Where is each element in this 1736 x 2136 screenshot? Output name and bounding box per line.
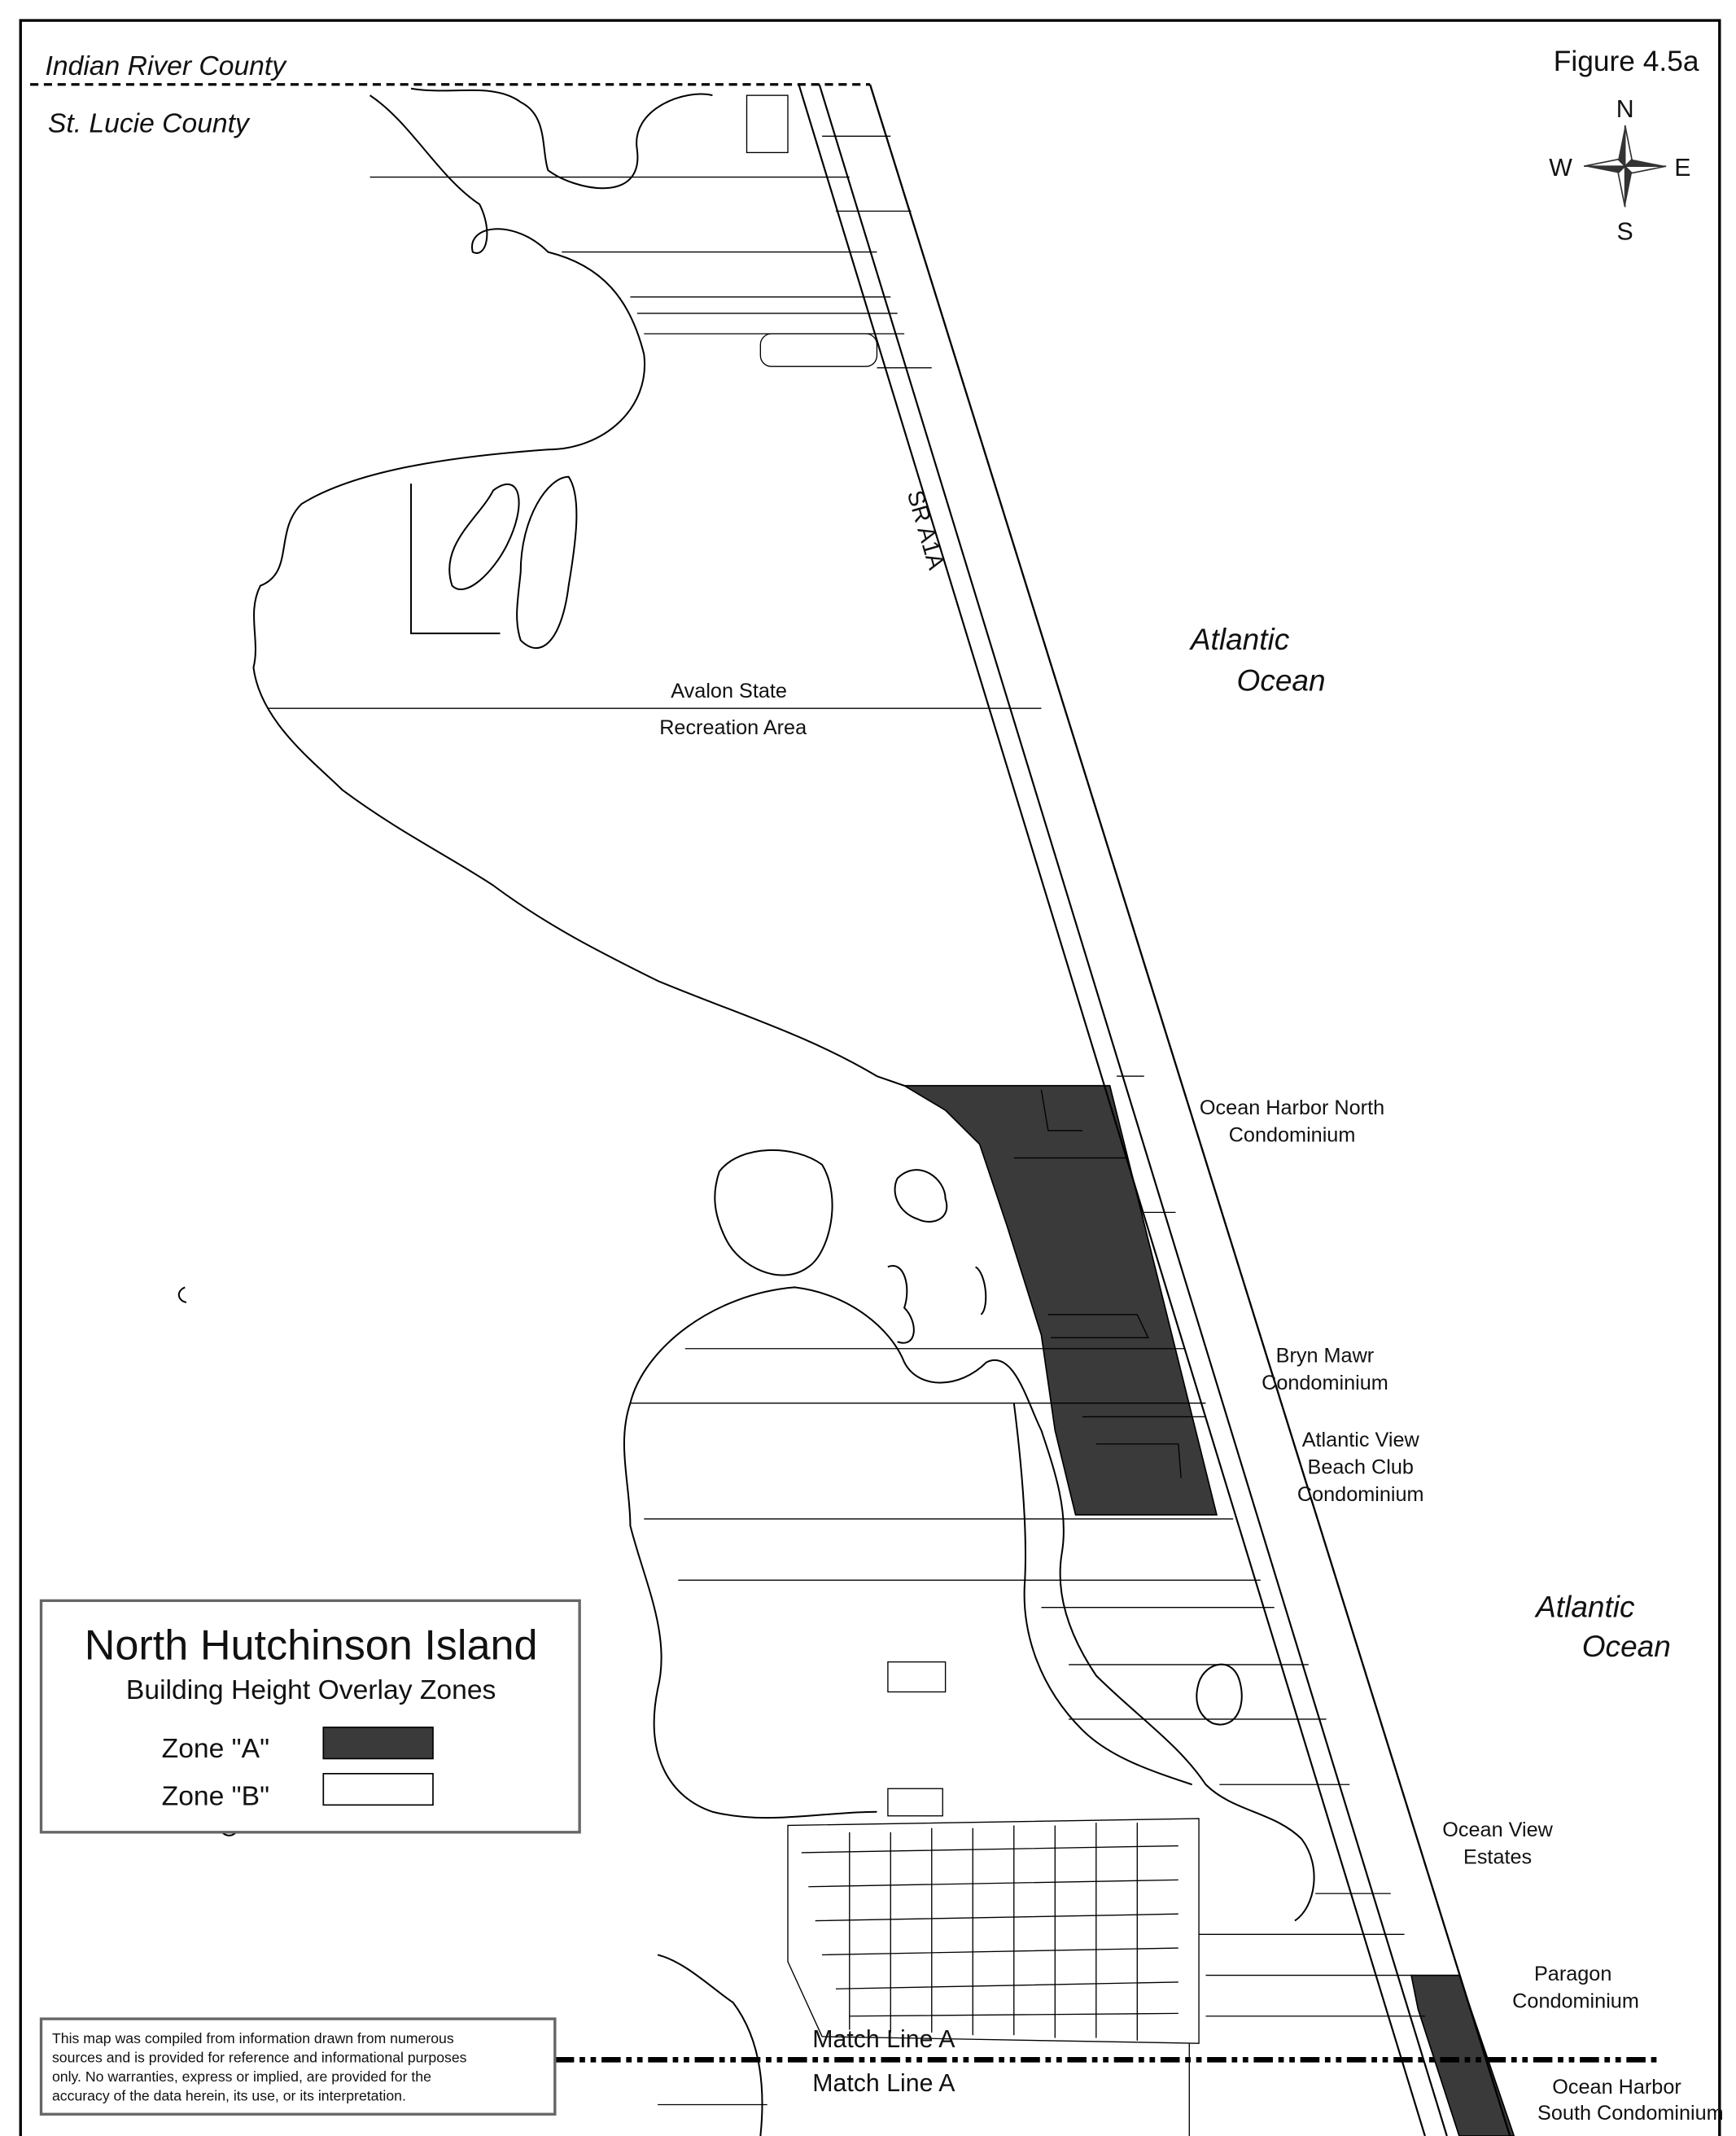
ocean-label-1-line1: Atlantic [1189,623,1290,656]
island-oval-2 [894,1169,948,1223]
compass-rose-icon [1583,125,1667,208]
island-oval-1 [714,1149,833,1276]
legend-item-zone-a: Zone "A" [162,1734,269,1764]
disclaimer-line: sources and is provided for reference an… [52,2050,467,2066]
compass-n: N [1616,96,1634,123]
label-avalon-2: Recreation Area [659,716,807,739]
ocean-label-2-line2: Ocean [1582,1630,1671,1663]
county-label-south: St. Lucie County [48,108,251,138]
subdivision-blocks [746,94,1200,2136]
zone-a-paragon [1410,1974,1515,2136]
label-ove-1: Ocean View [1442,1819,1553,1841]
legend-item-zone-b: Zone "B" [162,1781,269,1811]
match-line-label-below: Match Line A [812,2070,955,2097]
legend-subtitle: Building Height Overlay Zones [126,1675,496,1705]
island-misc [623,1265,1315,1922]
road-sr-a1a-west-edge [798,84,1426,2136]
legend-title: North Hutchinson Island [85,1622,538,1669]
compass-s: S [1617,219,1633,246]
match-line-label-above: Match Line A [812,2026,955,2053]
label-ohn-1: Ocean Harbor North [1200,1096,1384,1119]
label-bryn-2: Condominium [1262,1372,1388,1394]
disclaimer-box: This map was compiled from information d… [39,2017,557,2116]
compass-w: W [1549,155,1572,182]
zone-a-ocean-harbor-north [902,1084,1218,1516]
disclaimer-line: This map was compiled from information d… [52,2030,454,2046]
parcel-square-2 [887,1788,943,1817]
label-ohn-2: Condominium [1229,1123,1356,1146]
legend-swatch-zone-a [322,1727,434,1760]
label-av-3: Condominium [1297,1483,1424,1506]
compass-e: E [1674,155,1690,182]
label-av-2: Beach Club [1307,1456,1413,1479]
zone-a-internal-lines [1013,1089,1206,1478]
parcel-square [887,1661,947,1693]
ocean-label-2-line1: Atlantic [1534,1591,1635,1624]
disclaimer-line: accuracy of the data herein, its use, or… [52,2088,406,2104]
legend: North Hutchinson Island Building Height … [39,1599,581,1834]
road-sr-a1a-east-edge [818,84,1448,2136]
label-ohs-1: Ocean Harbor [1552,2076,1681,2099]
west-lagoon-lower [657,1403,1192,2136]
ocean-label-1-line2: Ocean [1237,664,1326,698]
county-label-north: Indian River County [46,51,288,81]
parcel-lines [267,135,1425,2106]
legend-swatch-zone-b [322,1773,434,1806]
atlantic-coastline [868,84,1511,2136]
label-ohs-2: South Condominium [1537,2102,1724,2125]
label-par-1: Paragon [1534,1963,1611,1985]
label-ove-2: Estates [1463,1845,1532,1868]
label-av-1: Atlantic View [1302,1429,1420,1451]
label-bryn-1: Bryn Mawr [1276,1345,1375,1368]
disclaimer-line: only. No warranties, express or implied,… [52,2068,431,2085]
label-avalon-1: Avalon State [671,680,787,703]
lagoon-shoreline-north [252,87,905,1087]
figure-label: Figure 4.5a [1554,46,1699,77]
island-round [1196,1663,1243,1726]
inner-peninsula [410,475,578,650]
label-par-2: Condominium [1512,1990,1639,2013]
island-crescent [177,1286,187,1303]
